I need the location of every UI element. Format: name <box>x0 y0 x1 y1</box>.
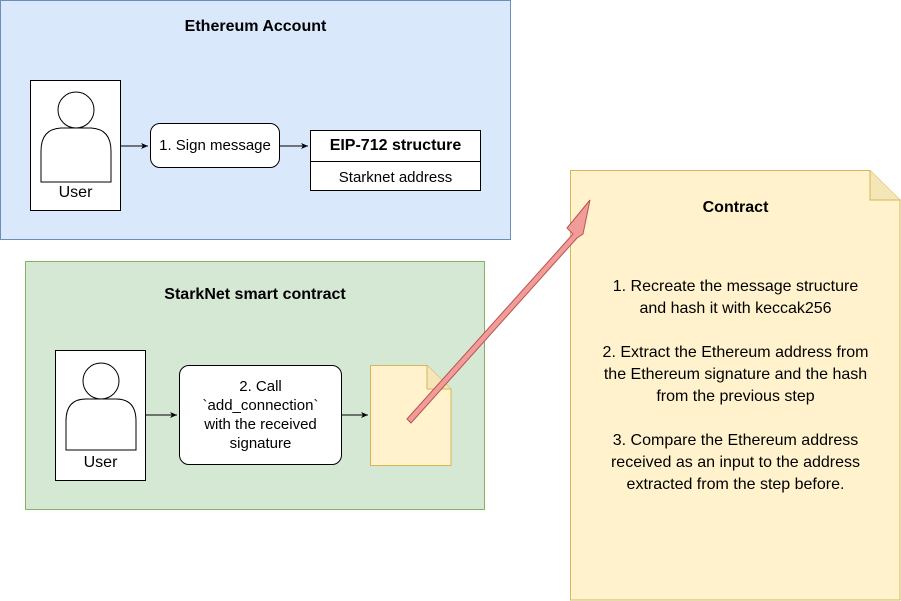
step-line: and hash it with keccak256 <box>639 300 832 317</box>
step-line: from the previous step <box>656 388 815 405</box>
eip712-field-starknet-address: Starknet address <box>338 168 453 186</box>
sign-message-step[interactable]: 1. Sign message <box>150 123 280 168</box>
contract-step-3: 3. Compare the Ethereum address received… <box>570 430 901 496</box>
call-add-connection-step[interactable]: 2. Call `add_connection` with the receiv… <box>179 365 342 465</box>
contract-step-2: 2. Extract the Ethereum address from the… <box>570 342 901 408</box>
contract-title: Contract <box>702 199 769 216</box>
note-shape <box>570 170 901 601</box>
step-line: 2. Call <box>239 378 282 395</box>
step-line: the Ethereum signature and the hash <box>603 366 868 383</box>
user-icon <box>40 91 112 183</box>
user-icon <box>65 362 137 451</box>
ethereum-account-title: Ethereum Account <box>184 18 327 35</box>
eip712-header: EIP-712 structure <box>311 131 480 162</box>
step-line: received as an input to the address <box>610 454 861 471</box>
step-line: 2. Extract the Ethereum address from <box>602 344 869 361</box>
user-label: User <box>83 454 118 471</box>
step-line: with the received <box>204 416 317 433</box>
contract-note[interactable]: Contract 1. Recreate the message structu… <box>570 170 901 601</box>
starknet-user-actor[interactable]: User <box>55 350 146 481</box>
contract-step-1: 1. Recreate the message structure and ha… <box>570 276 901 320</box>
user-label: User <box>58 184 93 201</box>
step-line: extracted from the step before. <box>626 476 845 493</box>
step-line: 1. Recreate the message structure <box>612 278 859 295</box>
starknet-contract-title: StarkNet smart contract <box>164 286 346 303</box>
step-line: signature <box>229 435 292 452</box>
step-line: 3. Compare the Ethereum address <box>612 432 859 449</box>
ethereum-user-actor[interactable]: User <box>30 80 121 211</box>
step-line: `add_connection` <box>202 397 319 414</box>
eip712-structure[interactable]: EIP-712 structure Starknet address <box>310 130 481 191</box>
